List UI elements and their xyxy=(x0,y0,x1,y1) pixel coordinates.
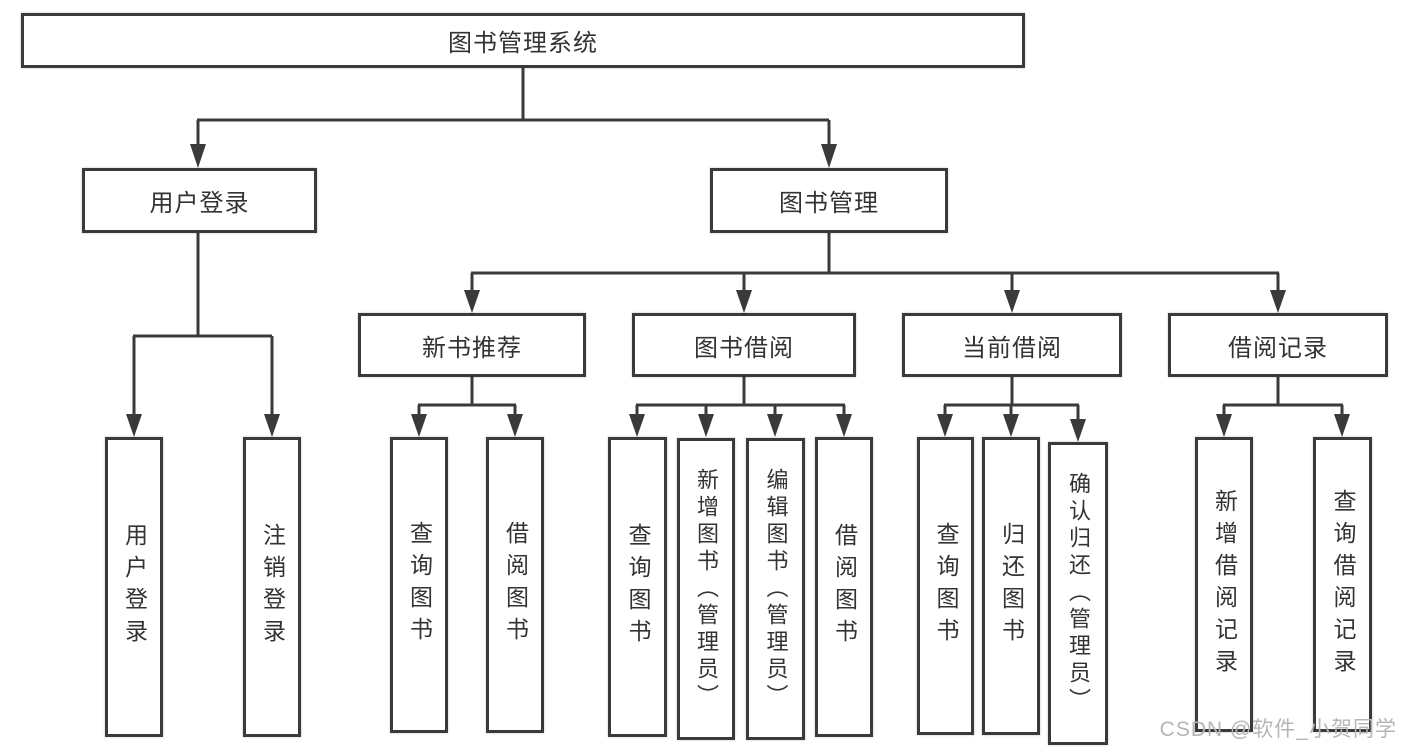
leaf-borrow-book-2: 借阅图书 xyxy=(815,437,873,737)
arrowhead-confirm-return xyxy=(1070,419,1086,442)
arrowhead-logout-leaf xyxy=(264,414,280,437)
leaf-query-book-1: 查询图书 xyxy=(390,437,448,733)
leaf-add-record-label: 新增借阅记录 xyxy=(1211,488,1238,681)
leaf-query-record: 查询借阅记录 xyxy=(1313,437,1372,732)
leaf-user-login: 用户登录 xyxy=(105,437,163,737)
node-borrow-records-label: 借阅记录 xyxy=(1228,334,1328,362)
arrowhead-query-book-3 xyxy=(937,414,953,437)
leaf-borrow-book-1: 借阅图书 xyxy=(486,437,544,733)
arrowhead-user-login-leaf xyxy=(126,414,142,437)
node-book-mgmt-label: 图书管理 xyxy=(779,190,879,217)
arrowhead-current-borrow xyxy=(1004,290,1020,313)
node-user-login-label: 用户登录 xyxy=(149,190,250,217)
arrowhead-return-book xyxy=(1003,414,1019,437)
leaf-logout: 注销登录 xyxy=(243,437,301,737)
node-book-borrow-label: 图书借阅 xyxy=(694,334,794,362)
node-new-books: 新书推荐 xyxy=(358,313,586,377)
connector-root-to-level2 xyxy=(196,68,831,146)
connector-records-children xyxy=(1222,377,1344,416)
leaf-add-record: 新增借阅记录 xyxy=(1195,437,1253,732)
arrowhead-edit-book xyxy=(767,414,783,437)
leaf-logout-label: 注销登录 xyxy=(259,523,286,651)
connector-new-books-children xyxy=(417,377,517,416)
node-borrow-records: 借阅记录 xyxy=(1168,313,1388,377)
arrowhead-query-book-2 xyxy=(629,414,645,437)
leaf-user-login-label: 用户登录 xyxy=(121,523,148,651)
arrowhead-borrow-book-2 xyxy=(836,414,852,437)
node-root-label: 图书管理系统 xyxy=(448,30,598,57)
leaf-confirm-return: 确认归还（管理员） xyxy=(1048,442,1108,745)
node-root: 图书管理系统 xyxy=(21,13,1025,68)
node-current-borrow-label: 当前借阅 xyxy=(962,334,1062,362)
leaf-query-book-2: 查询图书 xyxy=(608,437,667,737)
node-user-login: 用户登录 xyxy=(82,168,317,233)
connector-current-borrow-children xyxy=(943,377,1080,421)
node-current-borrow: 当前借阅 xyxy=(902,313,1122,377)
node-book-mgmt: 图书管理 xyxy=(710,168,948,233)
arrowhead-user-login xyxy=(190,144,206,168)
arrowhead-add-record xyxy=(1216,414,1232,437)
arrowhead-new-books xyxy=(464,290,480,313)
connector-book-mgmt-children xyxy=(470,233,1280,292)
arrowhead-borrow-records xyxy=(1270,290,1286,313)
leaf-query-book-1-label: 查询图书 xyxy=(406,521,433,649)
leaf-return-book: 归还图书 xyxy=(982,437,1040,735)
leaf-edit-book-label: 编辑图书（管理员） xyxy=(763,467,789,711)
leaf-query-book-2-label: 查询图书 xyxy=(625,523,651,651)
leaf-confirm-return-label: 确认归还（管理员） xyxy=(1066,472,1091,715)
leaf-query-record-label: 查询借阅记录 xyxy=(1330,488,1356,681)
csdn-watermark: CSDN @软件_小贺同学 xyxy=(1159,718,1397,741)
leaf-borrow-book-1-label: 借阅图书 xyxy=(502,521,529,649)
leaf-return-book-label: 归还图书 xyxy=(998,522,1025,650)
node-new-books-label: 新书推荐 xyxy=(422,334,522,362)
leaf-add-book-label: 新增图书（管理员） xyxy=(694,467,719,711)
leaf-edit-book: 编辑图书（管理员） xyxy=(746,438,805,740)
leaf-query-book-3: 查询图书 xyxy=(917,437,974,735)
arrowhead-book-borrow xyxy=(736,290,752,313)
arrowhead-add-book xyxy=(698,414,714,437)
node-book-borrow: 图书借阅 xyxy=(632,313,856,377)
arrowhead-borrow-book-1 xyxy=(507,414,523,437)
leaf-add-book: 新增图书（管理员） xyxy=(677,438,735,740)
leaf-query-book-3-label: 查询图书 xyxy=(933,522,959,650)
arrowhead-query-book-1 xyxy=(411,414,427,437)
connector-book-borrow-children xyxy=(635,377,846,416)
arrowhead-book-mgmt xyxy=(821,144,837,168)
leaf-borrow-book-2-label: 借阅图书 xyxy=(831,523,858,651)
arrowhead-query-record xyxy=(1334,414,1350,437)
connector-user-login-children xyxy=(132,233,274,416)
